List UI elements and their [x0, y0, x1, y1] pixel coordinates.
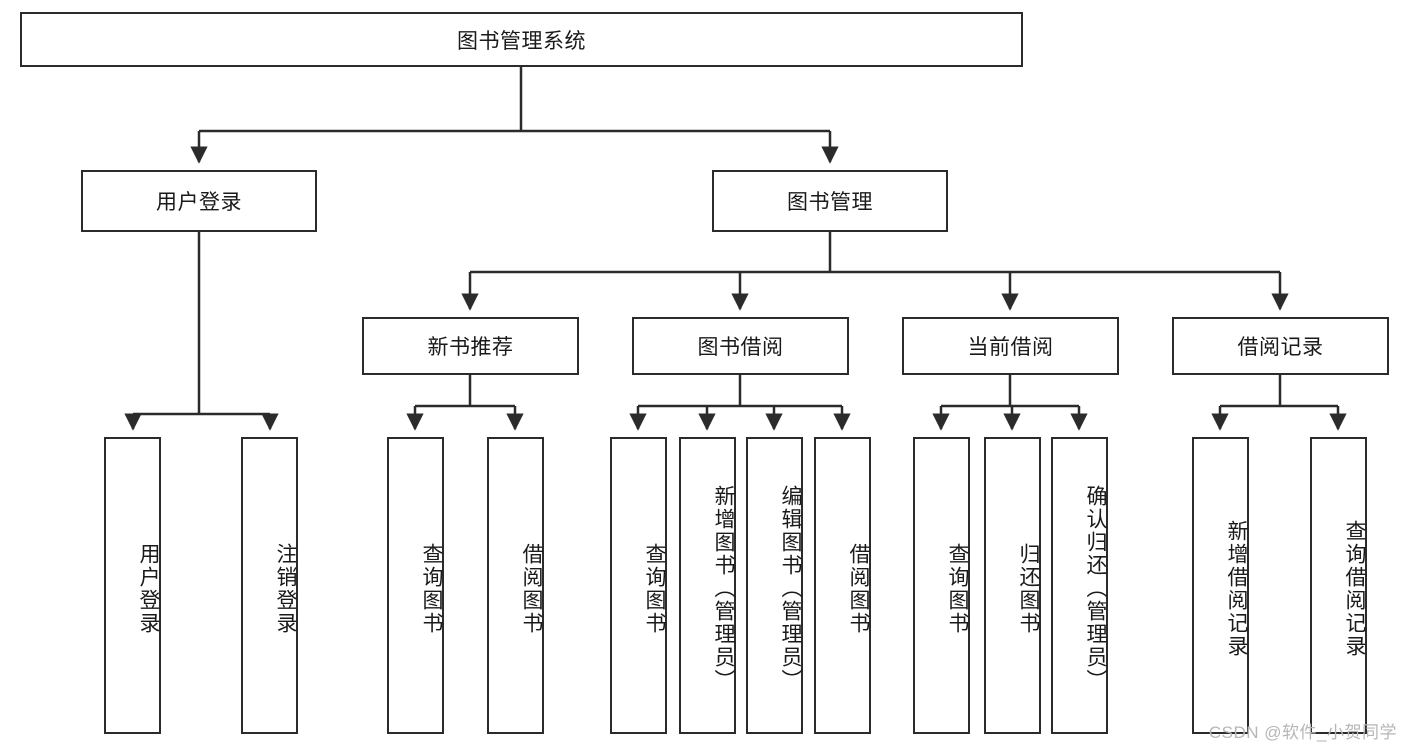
- leaf-user-login[interactable]: 用户登录: [104, 437, 161, 734]
- node-user-login[interactable]: 用户登录: [81, 170, 317, 232]
- leaf-query-book-1-label: 查询图书: [420, 542, 443, 635]
- leaf-confirm-return[interactable]: 确认归还（管理员）: [1051, 437, 1108, 734]
- csdn-watermark: CSDN @软件_小贺同学: [1208, 723, 1397, 742]
- node-book-manage[interactable]: 图书管理: [712, 170, 948, 232]
- leaf-edit-book-label: 编辑图书（管理员）: [779, 485, 802, 692]
- leaf-borrow-book-2-label: 借阅图书: [847, 542, 870, 635]
- node-book-borrow[interactable]: 图书借阅: [632, 317, 849, 375]
- node-book-borrow-label: 图书借阅: [697, 336, 784, 359]
- leaf-confirm-return-label: 确认归还（管理员）: [1084, 485, 1107, 692]
- node-new-book-recommend[interactable]: 新书推荐: [362, 317, 579, 375]
- leaf-edit-book[interactable]: 编辑图书（管理员）: [746, 437, 803, 734]
- leaf-borrow-book-1-label: 借阅图书: [520, 542, 543, 635]
- leaf-query-book-2[interactable]: 查询图书: [610, 437, 667, 734]
- leaf-return-book-label: 归还图书: [1017, 542, 1040, 635]
- node-new-book-recommend-label: 新书推荐: [427, 336, 514, 359]
- node-current-borrow[interactable]: 当前借阅: [902, 317, 1119, 375]
- leaf-query-borrow-record-label: 查询借阅记录: [1343, 519, 1366, 658]
- leaf-query-borrow-record[interactable]: 查询借阅记录: [1310, 437, 1367, 734]
- leaf-user-logout[interactable]: 注销登录: [241, 437, 298, 734]
- leaf-user-login-label: 用户登录: [137, 542, 160, 635]
- leaf-borrow-book-2[interactable]: 借阅图书: [814, 437, 871, 734]
- leaf-add-book[interactable]: 新增图书（管理员）: [679, 437, 736, 734]
- leaf-add-borrow-record-label: 新增借阅记录: [1225, 519, 1248, 658]
- leaf-borrow-book-1[interactable]: 借阅图书: [487, 437, 544, 734]
- node-current-borrow-label: 当前借阅: [967, 336, 1054, 359]
- node-borrow-record-label: 借阅记录: [1237, 336, 1324, 359]
- node-book-manage-label: 图书管理: [787, 191, 873, 214]
- leaf-query-book-1[interactable]: 查询图书: [387, 437, 444, 734]
- leaf-query-book-3-label: 查询图书: [946, 542, 969, 635]
- leaf-add-borrow-record[interactable]: 新增借阅记录: [1192, 437, 1249, 734]
- leaf-add-book-label: 新增图书（管理员）: [712, 485, 735, 692]
- leaf-query-book-3[interactable]: 查询图书: [913, 437, 970, 734]
- node-root-label: 图书管理系统: [457, 29, 586, 53]
- leaf-user-logout-label: 注销登录: [274, 542, 297, 635]
- leaf-query-book-2-label: 查询图书: [643, 542, 666, 635]
- node-user-login-label: 用户登录: [156, 191, 242, 214]
- leaf-return-book[interactable]: 归还图书: [984, 437, 1041, 734]
- node-root[interactable]: 图书管理系统: [20, 12, 1023, 67]
- node-borrow-record[interactable]: 借阅记录: [1172, 317, 1389, 375]
